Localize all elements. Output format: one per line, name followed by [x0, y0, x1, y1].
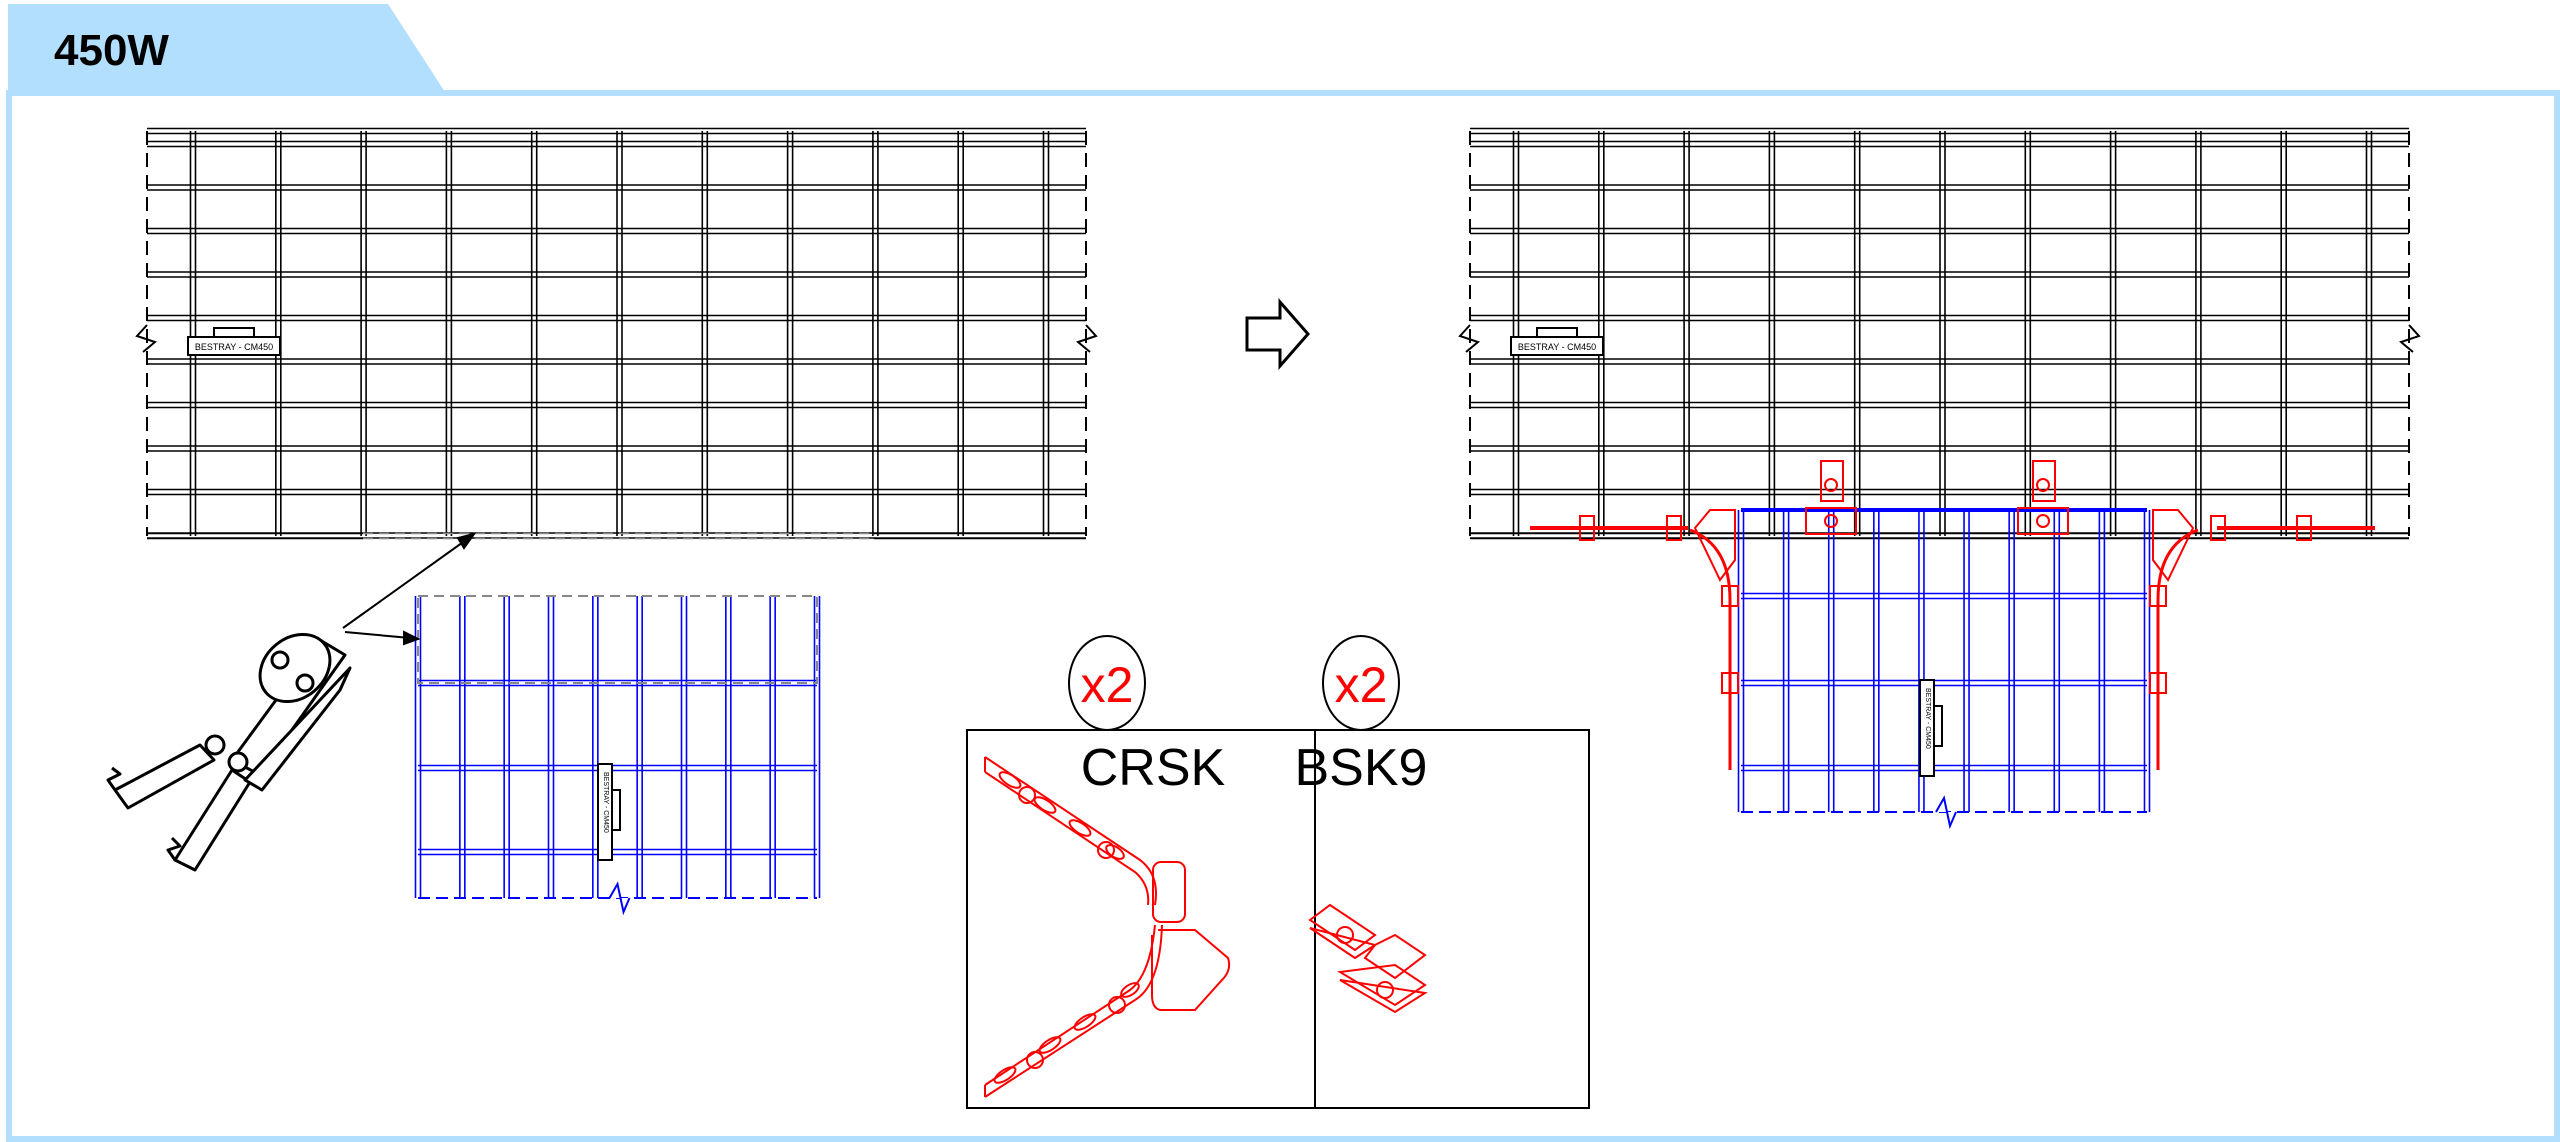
- screw-icon: [1824, 478, 1838, 492]
- svg-text:BESTRAY - CM450: BESTRAY - CM450: [602, 772, 609, 833]
- clamp-bolt: [2149, 585, 2167, 607]
- clamp-bolt: [2149, 672, 2167, 694]
- tray-label-cut-piece: BESTRAY - CM450: [597, 763, 621, 861]
- installed-tee-piece: [1737, 508, 2151, 830]
- crsk-bend: [1689, 528, 1732, 770]
- screw-icon: [1824, 514, 1838, 528]
- break-symbol: [1075, 324, 1098, 353]
- tray-label-right: BESTRAY - CM450: [1510, 327, 1604, 356]
- break-symbol: [608, 881, 631, 916]
- part-name: CRSK: [1081, 739, 1226, 797]
- cut-tray-piece: [414, 595, 821, 916]
- quantity-circle-bsk9: [1322, 635, 1400, 731]
- bsk9-clamp: [1820, 460, 1844, 502]
- clamp-bolt: [2210, 515, 2226, 541]
- clamp-bolt: [1721, 585, 1739, 607]
- crsk-part-icon: [984, 756, 1231, 1098]
- break-symbol: [1935, 795, 1957, 830]
- quantity-circle-crsk: [1068, 635, 1146, 731]
- bsk9-part-icon: [1308, 903, 1428, 1014]
- tray-label-left: BESTRAY - CM450: [187, 327, 281, 356]
- clamp-bolt: [1579, 515, 1595, 541]
- screw-icon: [2036, 514, 2050, 528]
- diagram-frame: [6, 90, 2560, 1142]
- red-fittings: [1530, 460, 2375, 770]
- parts-box: x2 x2 CRSK BSK9: [966, 635, 1590, 1109]
- tray-label-text: BESTRAY - CM450: [195, 342, 273, 352]
- wire-tray-after: [1458, 127, 2421, 540]
- part-qty: x2: [1335, 657, 1388, 713]
- break-symbol: [1458, 324, 1481, 353]
- clamp-bolt: [1666, 515, 1682, 541]
- removed-section-outline: [417, 595, 818, 684]
- break-symbol: [135, 324, 158, 353]
- bolt-cutter-icon: [106, 632, 352, 872]
- part-name: BSK9: [1295, 739, 1428, 797]
- cut-arrows: [342, 532, 477, 646]
- step-arrow-icon: [1245, 298, 1310, 370]
- section-title: 450W: [54, 26, 169, 75]
- crsk-loop: [2152, 509, 2195, 582]
- crsk-bend: [2156, 528, 2199, 770]
- svg-text:BESTRAY - CM450: BESTRAY - CM450: [1924, 688, 1931, 749]
- tray-label-text: BESTRAY - CM450: [1518, 342, 1596, 352]
- crsk-loop: [1693, 509, 1736, 582]
- bsk9-clamp: [1805, 507, 1857, 535]
- bsk9-clamp: [2032, 460, 2056, 502]
- break-symbol: [2398, 324, 2421, 353]
- tray-label-tee-piece: BESTRAY - CM450: [1919, 679, 1943, 777]
- section-tab: 450W: [8, 4, 445, 92]
- screw-icon: [2036, 478, 2050, 492]
- bsk9-clamp: [2017, 507, 2069, 535]
- clamp-bolt: [1721, 672, 1739, 694]
- wire-tray-before: [135, 127, 1098, 540]
- clamp-bolt: [2296, 515, 2312, 541]
- part-qty: x2: [1081, 657, 1134, 713]
